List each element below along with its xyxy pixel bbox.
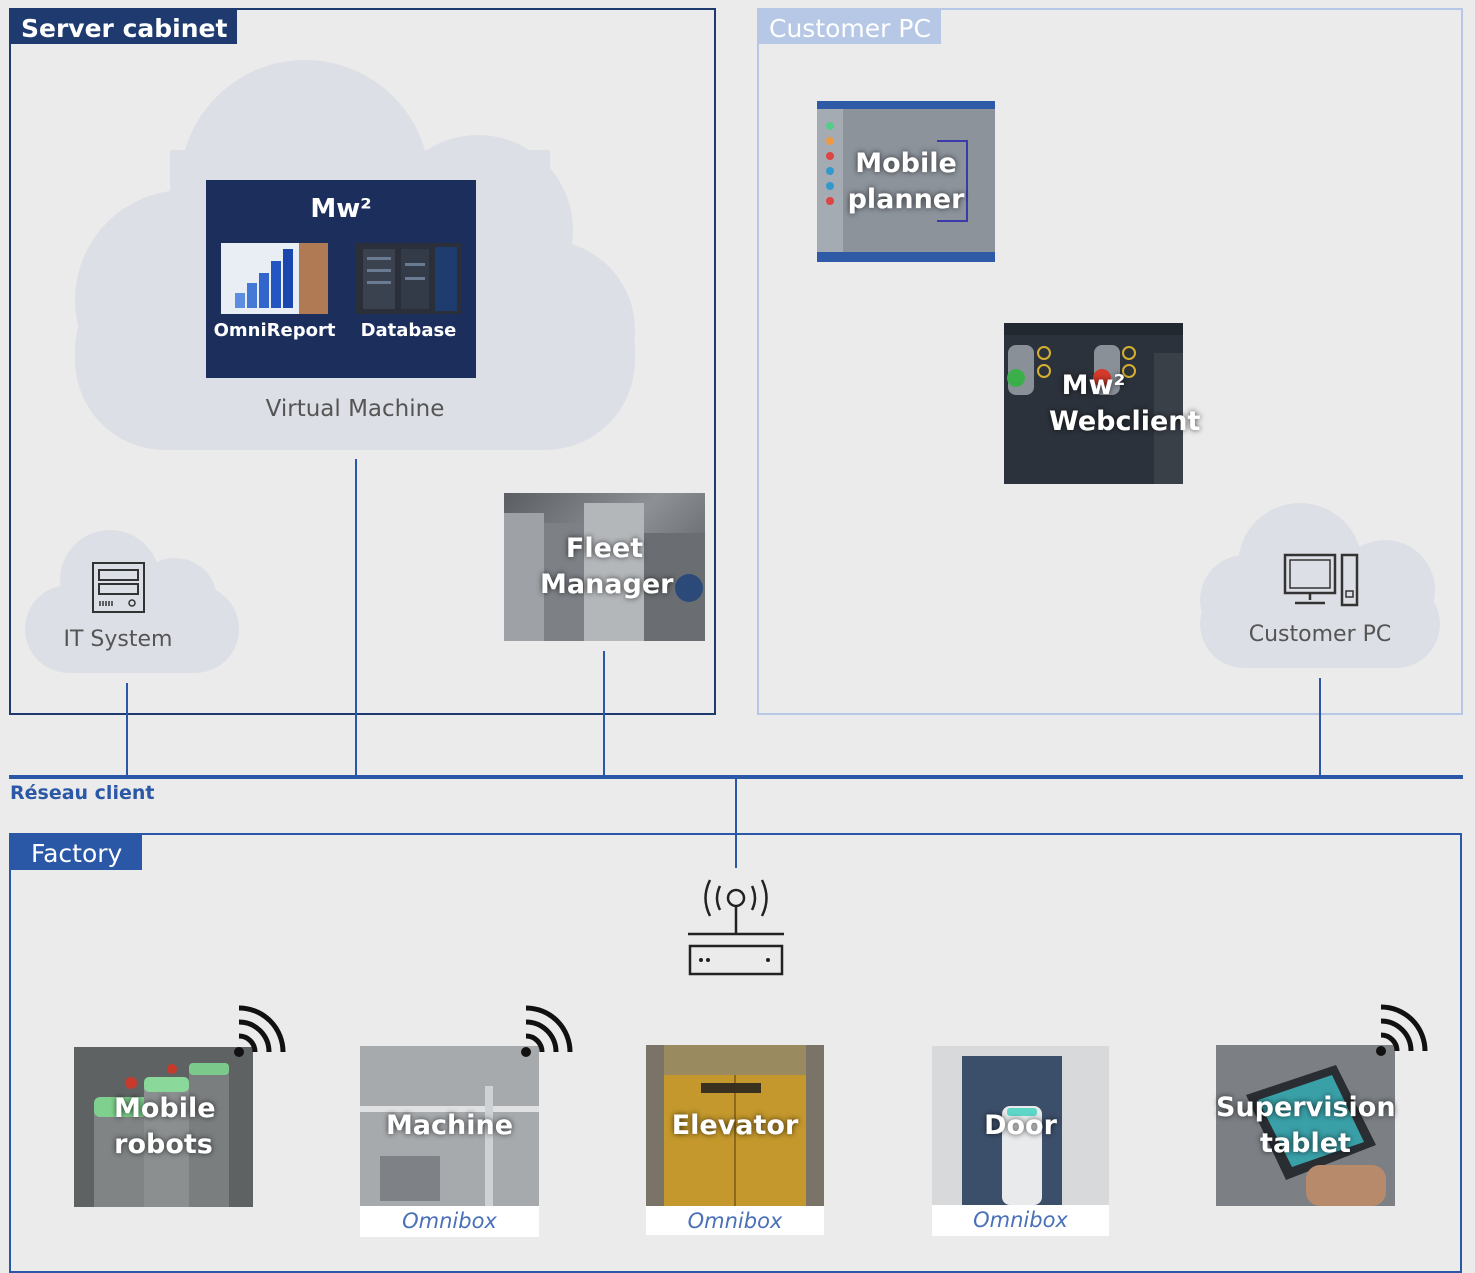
- device-label: Mobile robots: [114, 1093, 216, 1160]
- database-label: Database: [360, 320, 457, 341]
- mobile-robots-photo: [74, 1047, 253, 1207]
- device-label: Door: [984, 1109, 1057, 1141]
- mw2-webclient-label: Mw² Webclient: [1049, 369, 1201, 437]
- omnireport-thumbnail: [221, 243, 328, 314]
- fleet-manager-label: Fleet Manager: [540, 533, 674, 600]
- door-tile: Door: [932, 1046, 1109, 1205]
- customer-pc-label: Customer PC: [1248, 622, 1392, 647]
- mobile-planner-screenshot: [817, 101, 995, 262]
- virtual-machine-label: Virtual Machine: [265, 396, 445, 422]
- mw2-webclient-tile: Mw² Webclient: [1004, 323, 1201, 484]
- mobile-planner-label: Mobile planner: [847, 147, 965, 215]
- it-system-label: IT System: [63, 627, 173, 652]
- device-label: Elevator: [671, 1109, 799, 1141]
- device-label: Machine: [385, 1110, 514, 1141]
- door-photo: [932, 1046, 1109, 1205]
- fleet-manager-tile: Fleet Manager: [504, 493, 705, 641]
- router-link: [735, 778, 737, 868]
- device-label: Supervision tablet: [1216, 1091, 1396, 1159]
- customer-pc-title: Customer PC: [759, 10, 941, 44]
- omnibox-caption: Omnibox: [646, 1206, 824, 1235]
- vm-link: [355, 459, 357, 776]
- wifi-icon: [1376, 1004, 1428, 1056]
- network-label: Réseau client: [10, 782, 155, 804]
- server-cabinet-title: Server cabinet: [11, 10, 238, 44]
- server-cabinet-frame: [9, 8, 716, 715]
- elevator-tile: Elevator: [646, 1045, 824, 1206]
- customer-pc-cloud: [1200, 503, 1440, 668]
- mw2-webclient-screenshot: [1004, 323, 1183, 484]
- router-icon: [688, 879, 784, 976]
- wifi-icon: [521, 1005, 573, 1057]
- elevator-photo: [646, 1045, 824, 1206]
- customer-pc-frame: [757, 8, 1463, 715]
- fleet-manager-link: [603, 651, 605, 776]
- fleet-manager-photo: [504, 503, 705, 641]
- omnibox-caption: Omnibox: [932, 1205, 1109, 1236]
- server-icon: [92, 562, 145, 613]
- customer-pc-link: [1319, 678, 1321, 776]
- computer-icon: [1283, 553, 1359, 607]
- network-bus: [9, 775, 1463, 779]
- mobile-robots-tile: Mobile robots: [74, 1047, 253, 1207]
- supervision-tablet-photo: [1216, 1045, 1395, 1206]
- mobile-planner-tile: Mobile planner: [817, 101, 995, 262]
- omnibox-caption: Omnibox: [360, 1206, 539, 1237]
- factory-title: Factory: [11, 835, 143, 870]
- database-thumbnail: [355, 243, 461, 314]
- wifi-icon: [234, 1005, 286, 1057]
- mw2-title: Mw²: [310, 194, 372, 224]
- supervision-tablet-tile: Supervision tablet: [1216, 1045, 1396, 1206]
- machine-photo: [360, 1046, 539, 1206]
- machine-tile: Machine: [360, 1046, 539, 1206]
- mw2-box: Mw² OmniReport Database: [206, 180, 476, 378]
- it-system-link: [126, 683, 128, 776]
- omnireport-label: OmniReport: [213, 320, 336, 341]
